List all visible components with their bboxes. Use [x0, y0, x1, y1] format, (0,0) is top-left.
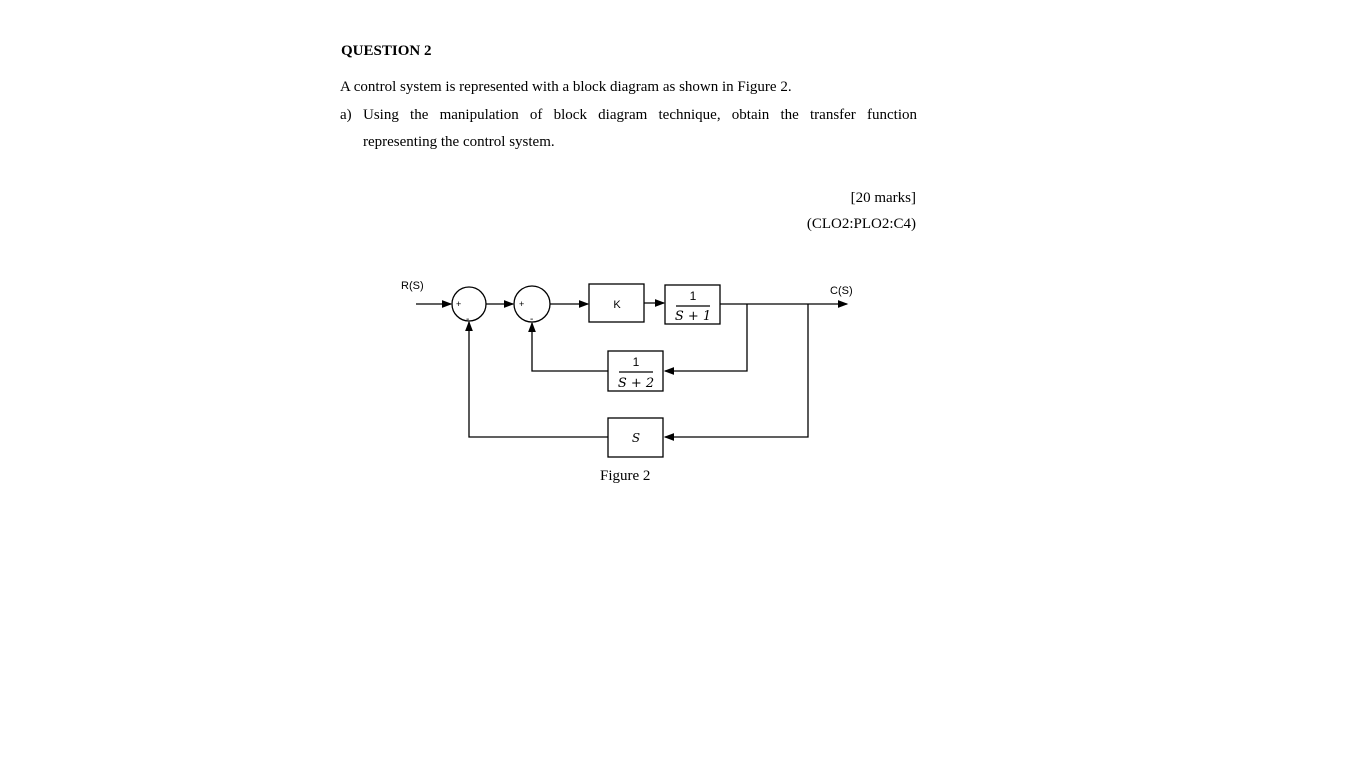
part-a-line2: representing the control system. — [363, 134, 555, 150]
block-h1-numerator: 1 — [633, 355, 640, 369]
block-k-label: K — [613, 299, 621, 311]
block-h1-denominator: S + 2 — [618, 376, 654, 391]
sum2-plus: + — [519, 299, 524, 309]
marks: [20 marks] — [850, 190, 916, 206]
block-g-numerator: 1 — [690, 289, 697, 303]
sum2-minus: - — [530, 314, 533, 325]
question-heading: QUESTION 2 — [341, 43, 432, 59]
feedback-h1-return — [528, 321, 608, 372]
question-intro: A control system is represented with a b… — [340, 79, 792, 95]
sum1-plus: + — [456, 299, 461, 309]
sum1-minus: - — [466, 314, 469, 325]
clo-mapping: (CLO2:PLO2:C4) — [806, 216, 916, 232]
output-label: C(S) — [830, 285, 853, 297]
part-a-label: a) — [340, 107, 352, 123]
block-h2-label: S — [632, 431, 640, 445]
feedback-h1-path — [663, 304, 748, 375]
feedback-h2-path — [663, 304, 809, 441]
block-g-denominator: S + 1 — [675, 309, 711, 324]
part-a-line1: Using the manipulation of block diagram … — [363, 107, 917, 123]
feedback-h2-return — [465, 320, 608, 438]
figure-caption: Figure 2 — [600, 468, 651, 484]
input-label: R(S) — [401, 280, 424, 292]
